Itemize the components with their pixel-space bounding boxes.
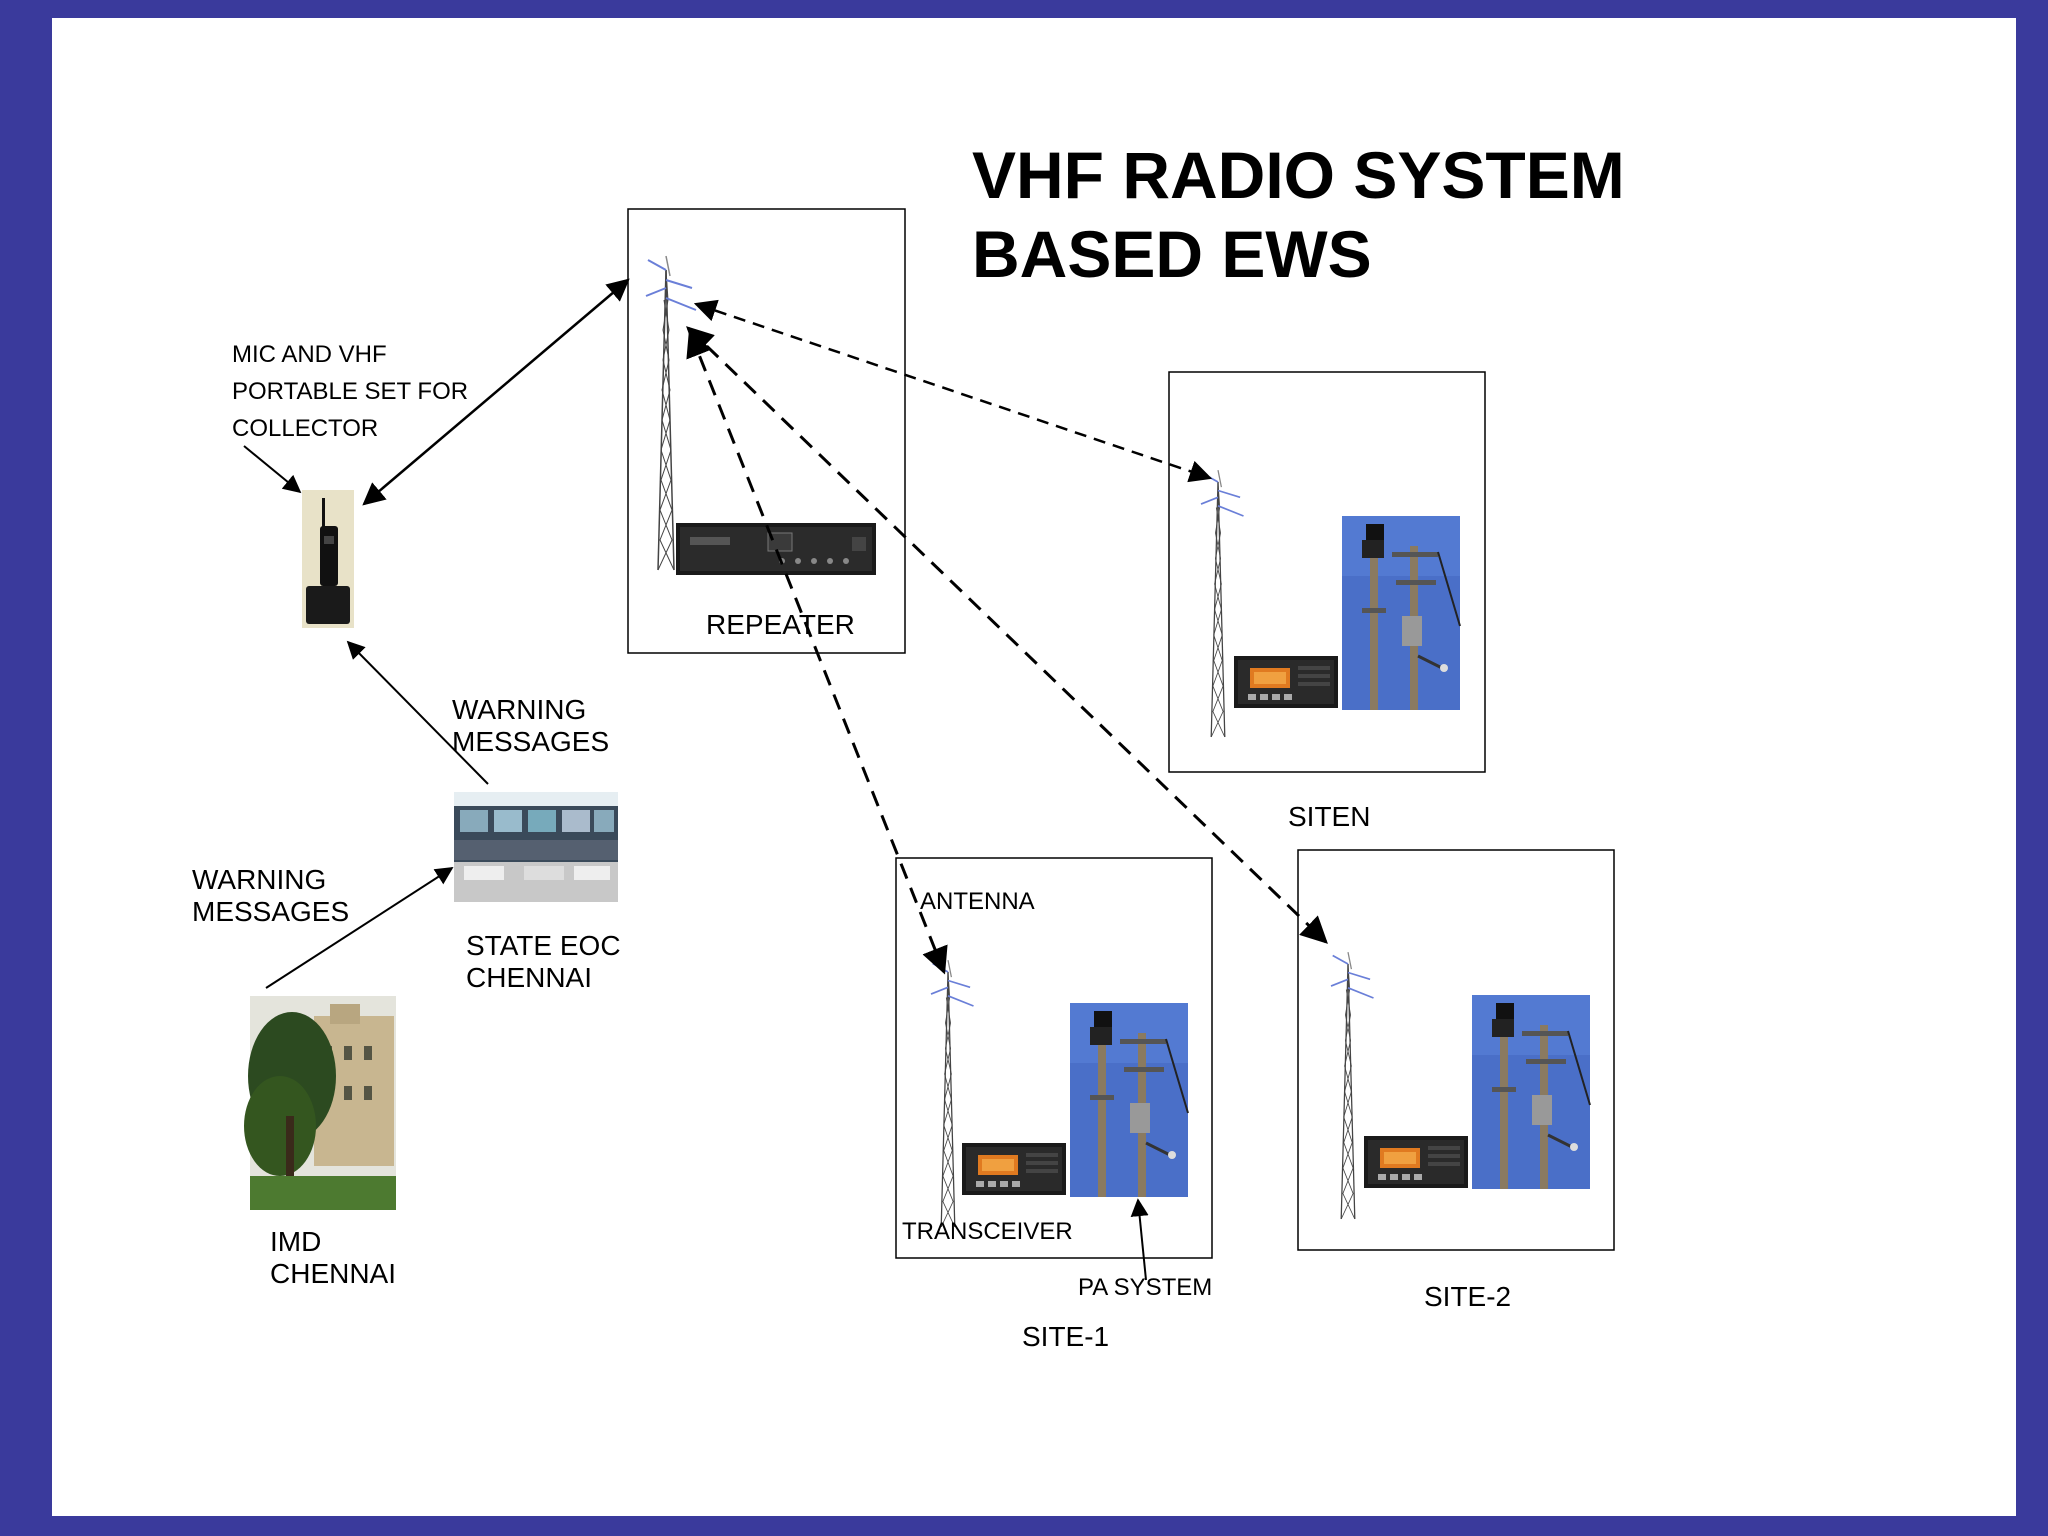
mic-collector-label: MIC AND VHF PORTABLE SET FOR COLLECTOR (232, 341, 469, 443)
site-n-label: SITEN (1288, 801, 1371, 832)
transceiver-label: TRANSCEIVER (902, 1218, 1073, 1245)
arrow-collector-label (243, 445, 302, 494)
diagram-title: VHF RADIO SYSTEM BASED EWS (972, 136, 1625, 294)
antenna-label: ANTENNA (920, 888, 1035, 915)
pa-system-label: PA SYSTEM (1078, 1274, 1213, 1301)
dashed-link-site-n (693, 299, 1213, 483)
warning-messages-lower-label: WARNING MESSAGES (192, 864, 350, 928)
site-2-transceiver-icon (1364, 1136, 1468, 1188)
site-2-label: SITE-2 (1424, 1281, 1512, 1312)
warning-messages-upper-label: WARNING MESSAGES (452, 694, 610, 758)
site-2-pa-pole-icon (1470, 993, 1592, 1191)
site-2-box (1297, 849, 1615, 1251)
arrow-repeater-to-portable (362, 278, 630, 506)
building-icon (244, 996, 396, 1210)
arrow-imd-to-eoc (265, 867, 454, 989)
site-1-transceiver-icon (962, 1143, 1066, 1195)
repeater-label: REPEATER (706, 609, 855, 640)
arrow-eoc-to-portable (346, 640, 489, 785)
title-line-1: VHF RADIO SYSTEM (972, 138, 1625, 212)
repeater-unit-icon (676, 523, 876, 575)
title-line-2: BASED EWS (972, 217, 1372, 292)
diagram-canvas (243, 208, 1615, 1281)
imd-label: IMD CHENNAI (270, 1226, 397, 1290)
dashed-link-site-1 (686, 329, 948, 975)
walkie-talkie-icon (302, 490, 354, 628)
state-eoc-label: STATE EOC CHENNAI (466, 930, 621, 994)
site-n-transceiver-icon (1234, 656, 1338, 708)
dashed-link-site-2 (686, 326, 1328, 944)
control-room-icon (454, 792, 618, 902)
slide: VHF RADIO SYSTEM BASED EWS MIC AND VHF P… (52, 18, 2016, 1516)
site-n-pa-pole-icon (1340, 514, 1462, 712)
site-1-label: SITE-1 (1022, 1321, 1110, 1352)
radio-tower-icon (645, 255, 697, 571)
site-1-pa-pole-icon (1068, 1001, 1190, 1199)
arrow-pa-system (1130, 1198, 1149, 1281)
